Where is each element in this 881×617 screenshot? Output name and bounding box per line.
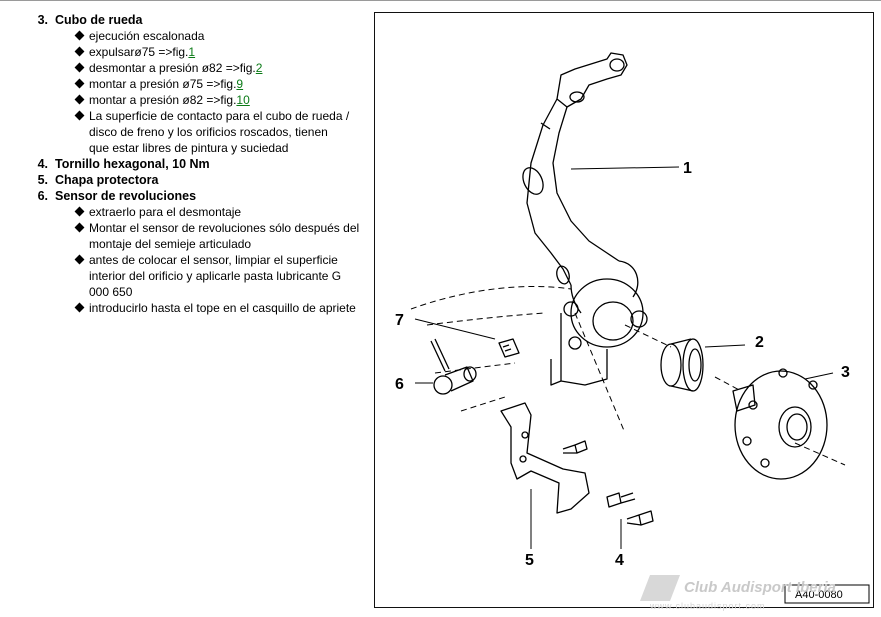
diamond-bullet-icon bbox=[74, 222, 85, 233]
fig-link-9[interactable]: 9 bbox=[236, 77, 244, 91]
exploded-diagram: 1 2 3 4 5 6 7 A40-0080 bbox=[374, 12, 874, 608]
callout-7: 7 bbox=[395, 312, 404, 329]
bullet: ejecución escalonada bbox=[10, 28, 360, 44]
item-title: Sensor de revoluciones bbox=[55, 189, 197, 203]
callout-1: 1 bbox=[683, 160, 692, 177]
bullet-text: ejecución escalonada bbox=[89, 29, 205, 43]
bullet-text: desmontar a presión ø82 =>fig. bbox=[89, 61, 256, 75]
bullet: Montar el sensor de revoluciones sólo de… bbox=[10, 220, 360, 252]
diamond-bullet-icon bbox=[74, 46, 85, 57]
item-4-heading: 4. Tornillo hexagonal, 10 Nm bbox=[10, 156, 360, 172]
callout-4: 4 bbox=[615, 552, 624, 569]
figure-code: A40-0080 bbox=[795, 589, 843, 601]
bullet: introducirlo hasta el tope en el casquil… bbox=[10, 300, 360, 316]
callout-2: 2 bbox=[755, 334, 764, 351]
parts-list: 3. Cubo de rueda ejecución escalonada ex… bbox=[10, 12, 360, 316]
clamp-sleeve bbox=[498, 338, 520, 358]
diamond-bullet-icon bbox=[74, 30, 85, 41]
diamond-bullet-icon bbox=[74, 206, 85, 217]
callout-3: 3 bbox=[841, 364, 850, 381]
steering-knuckle bbox=[522, 52, 648, 386]
bullet-text: extraerlo para el desmontaje bbox=[89, 205, 242, 219]
wheel-hub-drawing: 1 2 3 4 5 6 7 A40-0080 bbox=[395, 52, 870, 604]
protective-plate bbox=[500, 402, 590, 514]
bullet: antes de colocar el sensor, limpiar el s… bbox=[10, 252, 360, 300]
fig-link-2[interactable]: 2 bbox=[255, 61, 263, 75]
bullet-text: expulsarø75 =>fig. bbox=[89, 45, 189, 59]
wheel-bearing bbox=[660, 338, 704, 392]
bullet: montar a presión ø82 =>fig.10 bbox=[10, 92, 360, 108]
top-divider bbox=[0, 0, 881, 1]
item-5-heading: 5. Chapa protectora bbox=[10, 172, 360, 188]
item-title: Cubo de rueda bbox=[55, 13, 143, 27]
wheel-hub bbox=[732, 368, 828, 480]
diamond-bullet-icon bbox=[74, 94, 85, 105]
item-title: Chapa protectora bbox=[55, 173, 159, 187]
diamond-bullet-icon bbox=[74, 302, 85, 313]
bullet-text: antes de colocar el sensor, limpiar el s… bbox=[89, 253, 342, 299]
bullet: La superficie de contacto para el cubo d… bbox=[10, 108, 360, 156]
diamond-bullet-icon bbox=[74, 62, 85, 73]
club-logo-icon bbox=[640, 575, 680, 601]
item-number: 3. bbox=[37, 13, 48, 27]
watermark-brand: Club Audisport Iberia bbox=[684, 579, 836, 596]
bullet: montar a presión ø75 =>fig.9 bbox=[10, 76, 360, 92]
diamond-bullet-icon bbox=[74, 254, 85, 265]
callout-6: 6 bbox=[395, 376, 404, 393]
bullet-text: Montar el sensor de revoluciones sólo de… bbox=[89, 221, 360, 251]
item-3-heading: 3. Cubo de rueda bbox=[10, 12, 360, 28]
item-6-heading: 6. Sensor de revoluciones bbox=[10, 188, 360, 204]
bullet: extraerlo para el desmontaje bbox=[10, 204, 360, 220]
watermark-url: www.clubaudisport.com bbox=[650, 601, 766, 611]
bullet-text: La superficie de contacto para el cubo d… bbox=[89, 109, 350, 155]
item-number: 4. bbox=[37, 157, 48, 171]
diamond-bullet-icon bbox=[74, 110, 85, 121]
diamond-bullet-icon bbox=[74, 78, 85, 89]
fig-link-1[interactable]: 1 bbox=[188, 45, 196, 59]
item-number: 6. bbox=[37, 189, 48, 203]
hex-bolts bbox=[562, 440, 654, 526]
callout-5: 5 bbox=[525, 552, 534, 569]
fig-link-10[interactable]: 10 bbox=[236, 93, 250, 107]
bullet: desmontar a presión ø82 =>fig.2 bbox=[10, 60, 360, 76]
speed-sensor bbox=[430, 338, 477, 395]
item-title: Tornillo hexagonal, 10 Nm bbox=[55, 157, 210, 171]
bullet: expulsarø75 =>fig.1 bbox=[10, 44, 360, 60]
bullet-text: introducirlo hasta el tope en el casquil… bbox=[89, 301, 356, 315]
bullet-text: montar a presión ø75 =>fig. bbox=[89, 77, 237, 91]
bullet-text: montar a presión ø82 =>fig. bbox=[89, 93, 237, 107]
item-number: 5. bbox=[37, 173, 48, 187]
figure-code-box bbox=[784, 584, 870, 604]
